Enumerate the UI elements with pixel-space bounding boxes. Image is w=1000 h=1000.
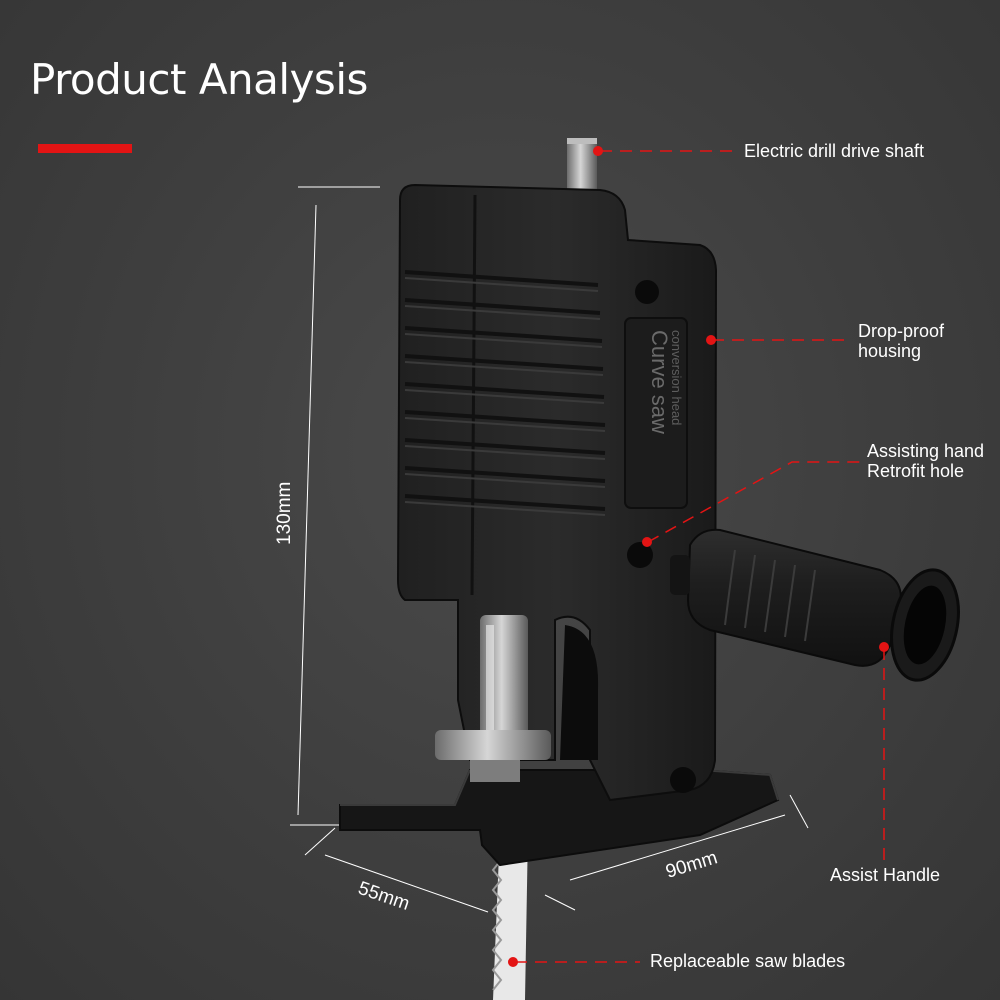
handle-dot [879,642,889,652]
length-tick-right [789,794,809,829]
saw-blade [491,830,528,1000]
hole-callout: Assisting hand Retrofit hole [867,441,984,481]
width-dimension-label: 55mm [355,878,412,915]
height-dimension-label: 130mm [274,482,295,545]
assist-handle [670,528,960,682]
drive-shaft [567,138,597,198]
dimension-lines [290,186,809,913]
hole-callout-line [647,461,860,543]
callout-lines [515,150,885,963]
housing-callout-line2: housing [858,341,922,361]
drive-shaft-dot [593,146,603,156]
blade-callout: Replaceable saw blades [650,951,846,971]
hole-callout-line2: Retrofit hole [867,461,965,481]
handle-callout: Assist Handle [830,865,941,885]
housing-ribs [404,270,606,511]
width-tick-left [304,827,336,856]
housing-dot [706,335,716,345]
housing-callout-line1: Drop-proof [858,321,945,341]
base-plate [339,769,780,867]
housing-body [396,183,718,802]
drive-shaft-callout: Electric drill drive shaft [744,141,925,161]
height-dimension-line [297,204,317,816]
retrofit-hole [627,542,653,568]
hole-callout-line1: Assisting hand [867,441,985,461]
hole-dot [642,537,652,547]
housing-callout: Drop-proof housing [858,321,944,361]
blade-dot [508,957,518,967]
upper-hole [635,280,659,304]
length-dimension-label: 90mm [663,847,720,883]
housing-print: Curve saw conversion head [647,330,684,434]
title-accent-bar [38,144,132,153]
housing-text-line1: Curve saw [647,330,672,434]
chuck [435,615,551,782]
label-panel [624,317,688,509]
lower-hole [670,767,696,793]
housing-text-line2: conversion head [669,330,684,425]
width-dimension-line [324,854,489,913]
length-tick-left [544,894,576,911]
callout-dots [508,146,889,967]
page-title: Product Analysis [30,55,368,104]
length-dimension-line [569,814,786,881]
